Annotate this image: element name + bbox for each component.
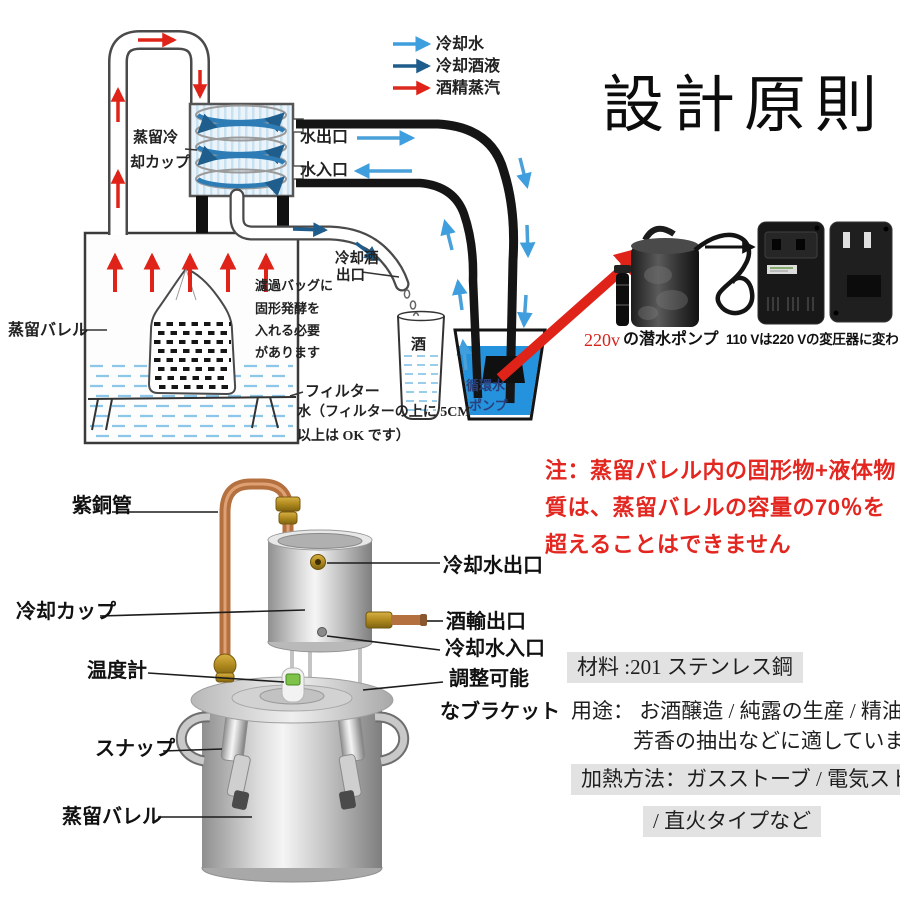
spec-heating-1: 加熱方法：ガスストーブ / 電気ストーブ <box>571 764 900 796</box>
spec-usage-2: 芳香の抽出などに適していま <box>633 729 900 753</box>
schematic-leader-lines <box>80 148 400 397</box>
label-still-cooling-cup-2: 却カップ <box>130 155 191 171</box>
label-still-barrel: 蒸留バレル <box>8 322 89 339</box>
transformer-caption: 110 Vは220 Vの変圧器に変わります <box>726 332 900 347</box>
spec-usage-1: 用途： お酒醸造 / 純露の生産 / 精油 <box>571 699 900 723</box>
thermometer <box>281 667 305 703</box>
distillation-schematic <box>80 30 650 445</box>
label-cooled-liquor-outlet-2: 出口 <box>336 268 365 284</box>
bag-note-1: 濾過バッグに <box>255 278 334 293</box>
copper-pipe <box>213 478 301 683</box>
cooling-coil-box <box>188 102 304 233</box>
pump-body <box>631 225 699 327</box>
legend-alcohol-vapor: 酒精蒸汽 <box>436 80 501 97</box>
label-water-inlet: 水入口 <box>300 162 349 179</box>
part-label-snap: スナップ <box>95 738 175 760</box>
label-cooled-liquor-outlet-1: 冷却酒 <box>335 251 379 267</box>
part-label-barrel: 蒸留バレル <box>62 806 162 828</box>
vapor-arrows <box>106 252 275 292</box>
part-label-copper-pipe: 紫銅管 <box>72 495 132 517</box>
spec-material: 材料 :201 ステンレス鋼 <box>567 652 803 684</box>
legend-cooled-liquor: 冷却酒液 <box>436 58 501 75</box>
capacity-warning-line-3: 超えることはできません <box>545 532 792 557</box>
bag-note-4: があります <box>255 345 321 360</box>
label-circulating-pump-1: 循環水 <box>466 378 506 393</box>
snap-clamp-left <box>220 703 251 810</box>
part-label-cooling-water-outlet: 冷却水出口 <box>443 555 543 577</box>
transformer-front <box>757 221 825 325</box>
part-label-cooling-cup: 冷却カップ <box>16 601 116 623</box>
vapor-pipe <box>108 30 210 235</box>
label-filter: フィルター <box>305 384 380 400</box>
page-title: 設計原則 <box>602 72 887 140</box>
part-label-adjustable-2: なブラケット <box>440 701 560 723</box>
label-still-cooling-cup-1: 蒸留冷 <box>133 130 179 146</box>
part-label-liquor-outlet: 酒輸出口 <box>446 611 526 633</box>
label-circulating-pump-2: ポンプ <box>469 398 508 413</box>
filter-note-1: 水（フィルターの上に 5CM <box>297 405 471 420</box>
water-hoses <box>296 119 536 404</box>
pump-cable <box>693 232 755 316</box>
distiller-product-photo <box>99 478 444 883</box>
part-label-adjustable-1: 調整可能 <box>449 668 529 690</box>
bag-note-2: 固形発酵を <box>255 301 321 316</box>
bag-note-3: 入れる必要 <box>255 323 321 338</box>
legend-arrows <box>393 36 432 96</box>
pump-voltage: 220v <box>584 330 620 350</box>
transformer-back <box>829 221 893 323</box>
pump-transformer-photo <box>614 221 893 327</box>
part-label-cooling-water-inlet: 冷却水入口 <box>445 638 545 660</box>
liquor-glass <box>397 310 445 420</box>
pump-nozzle <box>614 265 631 326</box>
spec-heating-2: / 直火タイプなど <box>643 806 822 838</box>
distillation-barrel <box>175 676 410 883</box>
capacity-warning-line-2: 質は、蒸留バレルの容量の70％を <box>545 495 886 520</box>
part-label-thermometer: 温度計 <box>87 660 147 682</box>
cooling-cup <box>267 529 427 653</box>
label-water-outlet: 水出口 <box>300 129 349 146</box>
pump-caption: の潜水ポンプ <box>623 331 719 348</box>
product-leader-lines <box>99 511 444 818</box>
capacity-warning-line-1: 注：蒸留バレル内の固形物+液体物 <box>545 458 896 483</box>
label-liquor-glass: 酒 <box>411 337 427 353</box>
fermentation-bag <box>147 267 237 396</box>
filter-note-2: 以上は OK です） <box>297 429 410 444</box>
legend-cooling-water: 冷却水 <box>436 36 485 53</box>
